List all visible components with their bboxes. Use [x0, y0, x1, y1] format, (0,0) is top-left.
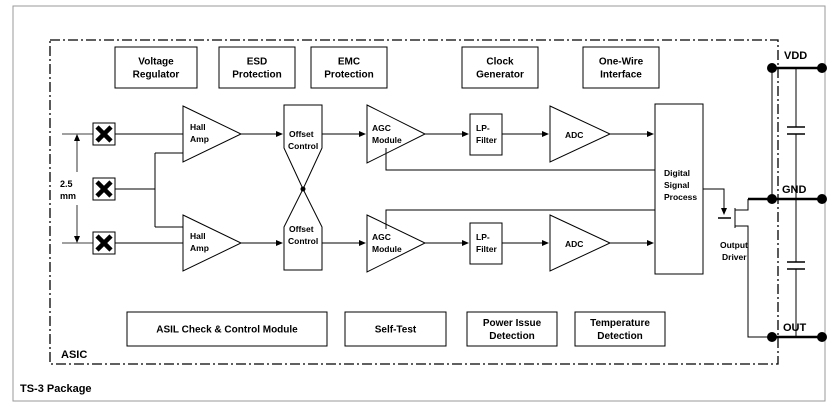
lp-filter-1-label-2: Filter	[476, 135, 497, 145]
pad-wiring	[115, 133, 183, 244]
package-border	[12, 5, 826, 402]
bond-pad-3-icon	[92, 231, 116, 255]
esd-protection-label-1: ESD	[247, 57, 268, 68]
spacing-dimension	[62, 133, 93, 244]
lp-filter-2-label-1: LP-	[476, 232, 490, 242]
agc-module-1-label-1: AGC	[372, 123, 391, 133]
asic-border	[49, 39, 779, 365]
clock-generator-label-1: Clock	[486, 57, 514, 68]
lp-filter-2	[469, 222, 503, 265]
offset-control-1-label-1: Offset	[289, 129, 314, 139]
one-wire-interface-label-2: Interface	[600, 70, 642, 81]
asil-check-control-module-label-1: ASIL Check & Control Module	[156, 325, 298, 336]
asic-label: ASIC	[61, 349, 87, 361]
dsp-label-2: Signal	[664, 180, 690, 190]
power-issue-detection-block	[466, 311, 558, 347]
hall-amp-2-label-2: Amp	[190, 243, 209, 253]
lp-filter-1	[469, 113, 503, 156]
self-test-label-1: Self-Test	[375, 325, 417, 336]
emc-protection-label-1: EMC	[338, 57, 360, 68]
capacitor-gnd-out-icon	[787, 261, 805, 270]
output-driver-label-2: Driver	[722, 252, 747, 262]
esd-protection-label-2: Protection	[232, 70, 281, 81]
digital-signal-process	[654, 103, 704, 275]
supply-rails	[748, 66, 822, 339]
offset-control-2-label-2: Control	[288, 236, 318, 246]
spacing-value: 2.5	[60, 179, 73, 189]
hall-amp-1-label-2: Amp	[190, 134, 209, 144]
hall-amp-2-label-1: Hall	[190, 231, 206, 241]
voltage-regulator-block	[114, 46, 198, 89]
temperature-detection-label-1: Temperature	[590, 318, 650, 329]
voltage-regulator-label-1: Voltage	[138, 57, 174, 68]
adc-2-label: ADC	[565, 239, 583, 249]
lp-filter-1-label-1: LP-	[476, 123, 490, 133]
pin-out-label: OUT	[783, 322, 807, 334]
dsp-label-3: Process	[664, 192, 697, 202]
temperature-detection-block	[574, 311, 666, 347]
output-driver-transistor	[718, 199, 775, 338]
offset-control-2-label-1: Offset	[289, 224, 314, 234]
hall-amp-1	[182, 105, 243, 163]
offset-junction	[300, 186, 306, 192]
adc-1	[549, 105, 612, 163]
hall-amp-1-label-1: Hall	[190, 122, 206, 132]
hall-amp-2	[182, 214, 243, 272]
offset-control-1	[283, 104, 323, 191]
pin-junctions	[767, 63, 827, 342]
emc-protection-block	[310, 46, 388, 89]
agc-module-2-label-2: Module	[372, 244, 402, 254]
capacitor-vdd-gnd-icon	[787, 126, 805, 135]
output-driver-label-1: Output	[720, 240, 748, 250]
esd-protection-block	[218, 46, 296, 89]
agc-module-1-label-2: Module	[372, 135, 402, 145]
voltage-regulator-label-2: Regulator	[133, 70, 180, 81]
spacing-unit: mm	[60, 191, 76, 201]
pin-vdd-label: VDD	[784, 50, 807, 62]
power-issue-detection-label-1: Power Issue	[483, 318, 542, 329]
temperature-detection-label-2: Detection	[597, 331, 643, 342]
bond-pad-1-icon	[92, 122, 116, 146]
adc-2	[549, 214, 612, 272]
offset-control-2	[283, 187, 323, 271]
one-wire-interface-label-1: One-Wire	[599, 57, 644, 68]
lp-filter-2-label-2: Filter	[476, 244, 497, 254]
one-wire-interface-block	[582, 46, 660, 89]
asil-check-control-module-block	[126, 311, 328, 347]
power-issue-detection-label-2: Detection	[489, 331, 535, 342]
adc-1-label: ADC	[565, 130, 583, 140]
pin-gnd-label: GND	[782, 184, 807, 196]
bond-pad-2-icon	[92, 177, 116, 201]
agc-module-1	[366, 104, 427, 164]
agc-module-2-label-1: AGC	[372, 232, 391, 242]
agc-module-2	[366, 214, 427, 273]
clock-generator-label-2: Generator	[476, 70, 524, 81]
dsp-label-1: Digital	[664, 168, 690, 178]
emc-protection-label-2: Protection	[324, 70, 373, 81]
clock-generator-block	[461, 46, 539, 89]
offset-control-1-label-2: Control	[288, 141, 318, 151]
self-test-block	[344, 311, 447, 347]
package-label: TS-3 Package	[20, 383, 92, 395]
